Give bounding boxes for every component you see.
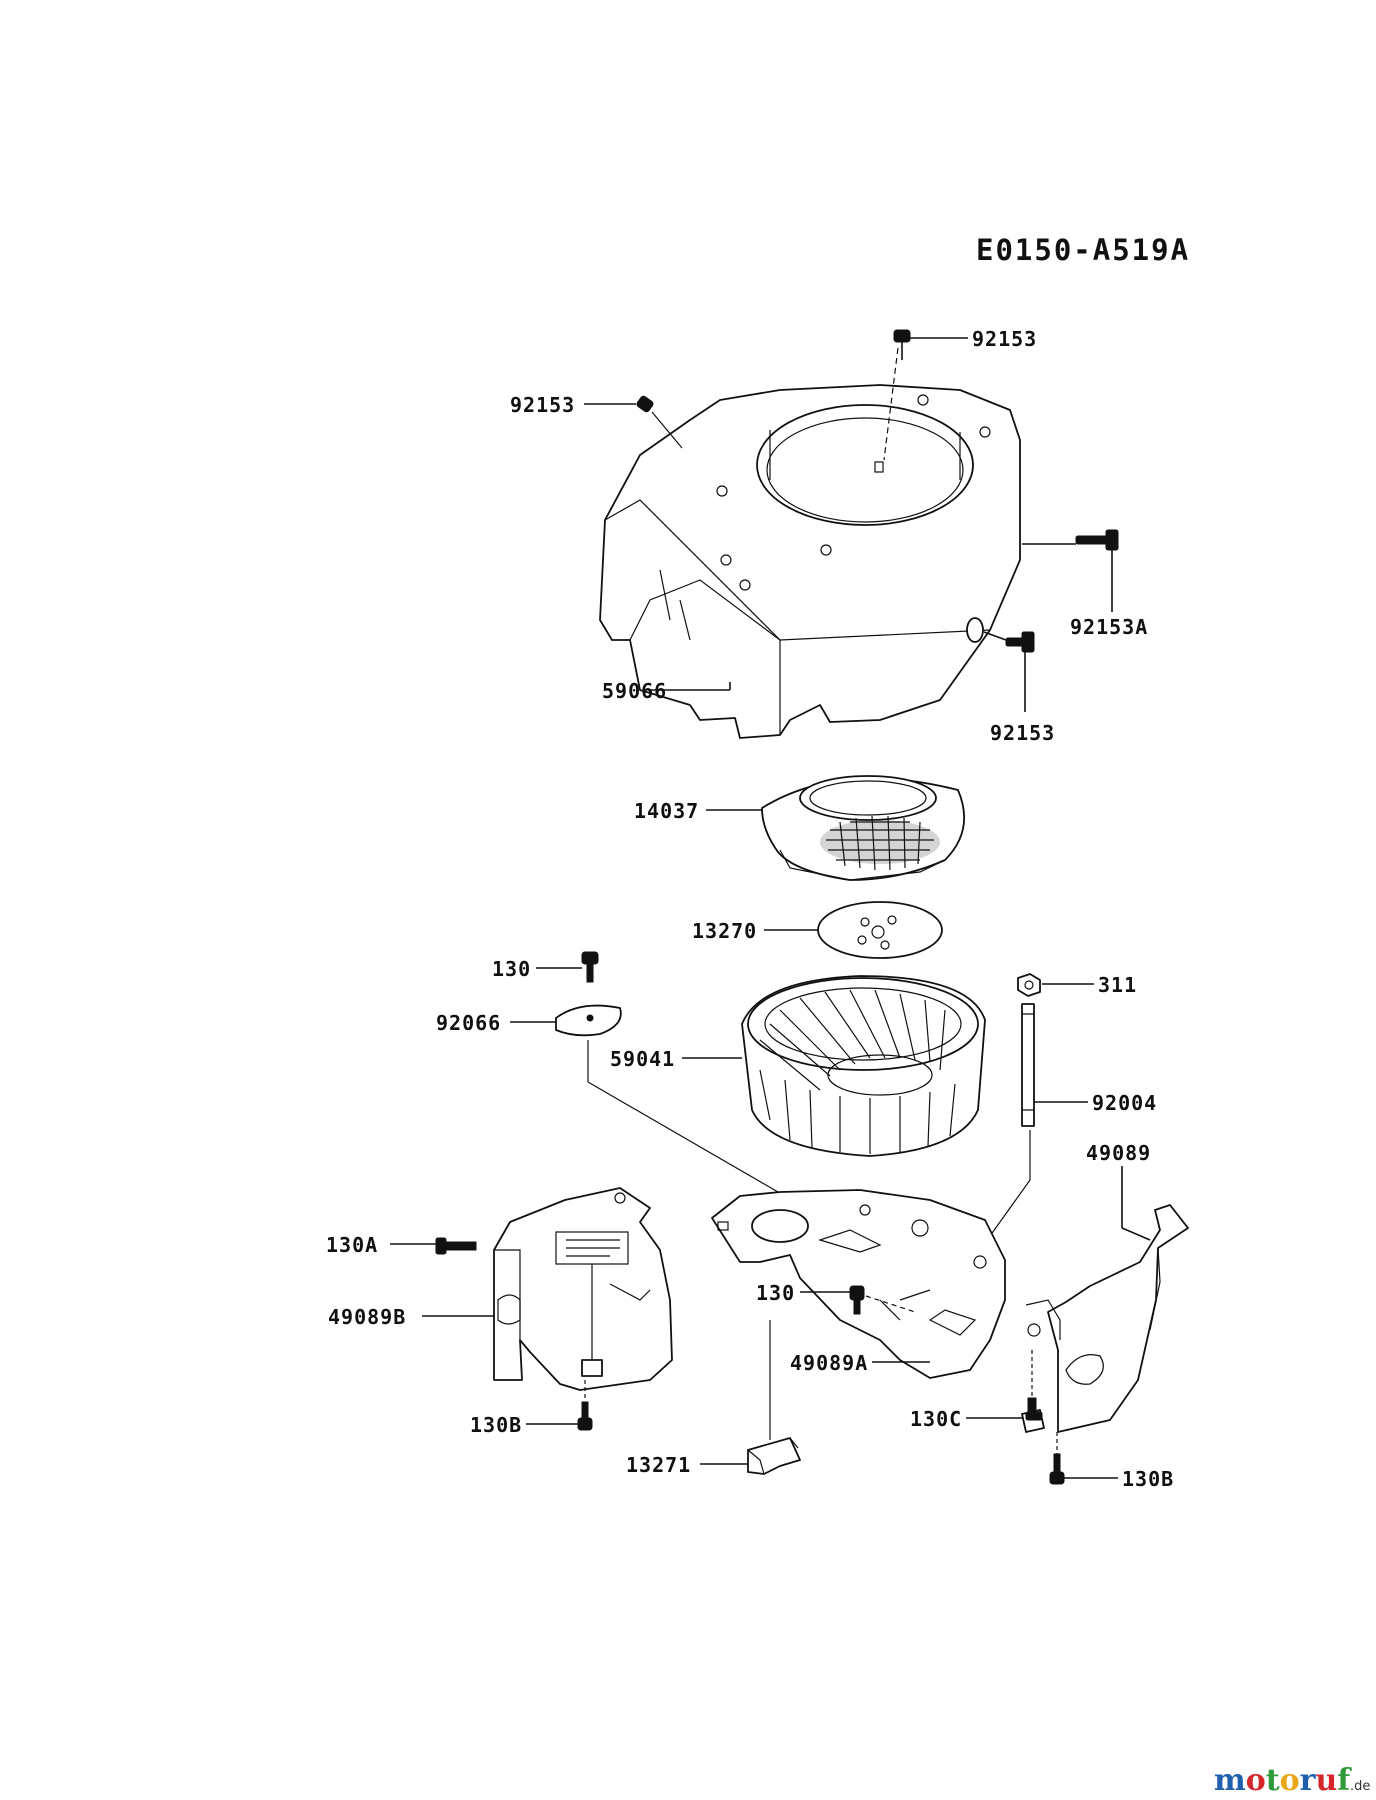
- bolt-130-top: [536, 951, 599, 983]
- label-14037: 14037: [634, 799, 699, 823]
- logo-letter-r: r: [1300, 1763, 1317, 1798]
- logo-letter-m: m: [1214, 1763, 1246, 1798]
- label-130A: 130A: [326, 1233, 378, 1257]
- label-49089B: 49089B: [328, 1305, 406, 1329]
- screen-mesh: [820, 815, 940, 871]
- label-130C: 130C: [910, 1407, 962, 1431]
- label-92153A: 92153A: [1070, 615, 1148, 639]
- label-49089A: 49089A: [790, 1351, 868, 1375]
- fan-shape: [741, 975, 986, 1157]
- logo-letter-o2: o: [1280, 1763, 1300, 1798]
- bolt-92153A: [1022, 529, 1119, 612]
- nut-311: [1017, 973, 1094, 997]
- blower-housing-shape: [599, 384, 1021, 739]
- label-92066: 92066: [436, 1011, 501, 1035]
- label-13270: 13270: [692, 919, 757, 943]
- label-311: 311: [1098, 973, 1137, 997]
- label-92153-left: 92153: [510, 393, 575, 417]
- label-59041: 59041: [610, 1047, 675, 1071]
- stud-92004: [979, 1003, 1088, 1251]
- bolt-130A: [390, 1237, 477, 1255]
- bolt-130-mid: [800, 1285, 916, 1315]
- cover-right-shape: [1025, 1204, 1189, 1433]
- logo-letter-f: f: [1337, 1763, 1352, 1798]
- svg-text:motoruf: motoruf: [1214, 1763, 1352, 1798]
- label-92153-side: 92153: [990, 721, 1055, 745]
- label-59066: 59066: [602, 679, 667, 703]
- baffle-shape: [711, 1189, 1006, 1379]
- bolt-130B-right: [1049, 1432, 1118, 1485]
- label-13271: 13271: [626, 1453, 691, 1477]
- logo-letter-t: t: [1266, 1763, 1280, 1798]
- logo-letter-o: o: [1246, 1763, 1266, 1798]
- label-130-mid: 130: [756, 1281, 795, 1305]
- label-92153-top: 92153: [972, 327, 1037, 351]
- label-49089: 49089: [1086, 1141, 1151, 1165]
- logo-letter-u: u: [1315, 1763, 1337, 1798]
- bolt-130B-left: [526, 1380, 593, 1431]
- label-130-top: 130: [492, 957, 531, 981]
- plate-shape: [817, 901, 943, 959]
- label-92004: 92004: [1092, 1091, 1157, 1115]
- washer-shape: [555, 1004, 622, 1037]
- bolt-130C: [966, 1350, 1045, 1433]
- bolt-92153-left: [584, 395, 683, 449]
- clip-shape: [700, 1320, 801, 1475]
- bolt-92153-side: [966, 617, 1035, 712]
- logo-suffix: .de: [1350, 1779, 1370, 1794]
- label-130B-left: 130B: [470, 1413, 522, 1437]
- screen-shape: [761, 775, 966, 881]
- diagram-code: E0150-A519A: [976, 233, 1190, 267]
- cover-left-shape: [493, 1187, 673, 1391]
- label-130B-right: 130B: [1122, 1467, 1174, 1491]
- motoruf-logo: motoruf .de: [1214, 1763, 1370, 1798]
- bolt-92153-top: [883, 329, 968, 461]
